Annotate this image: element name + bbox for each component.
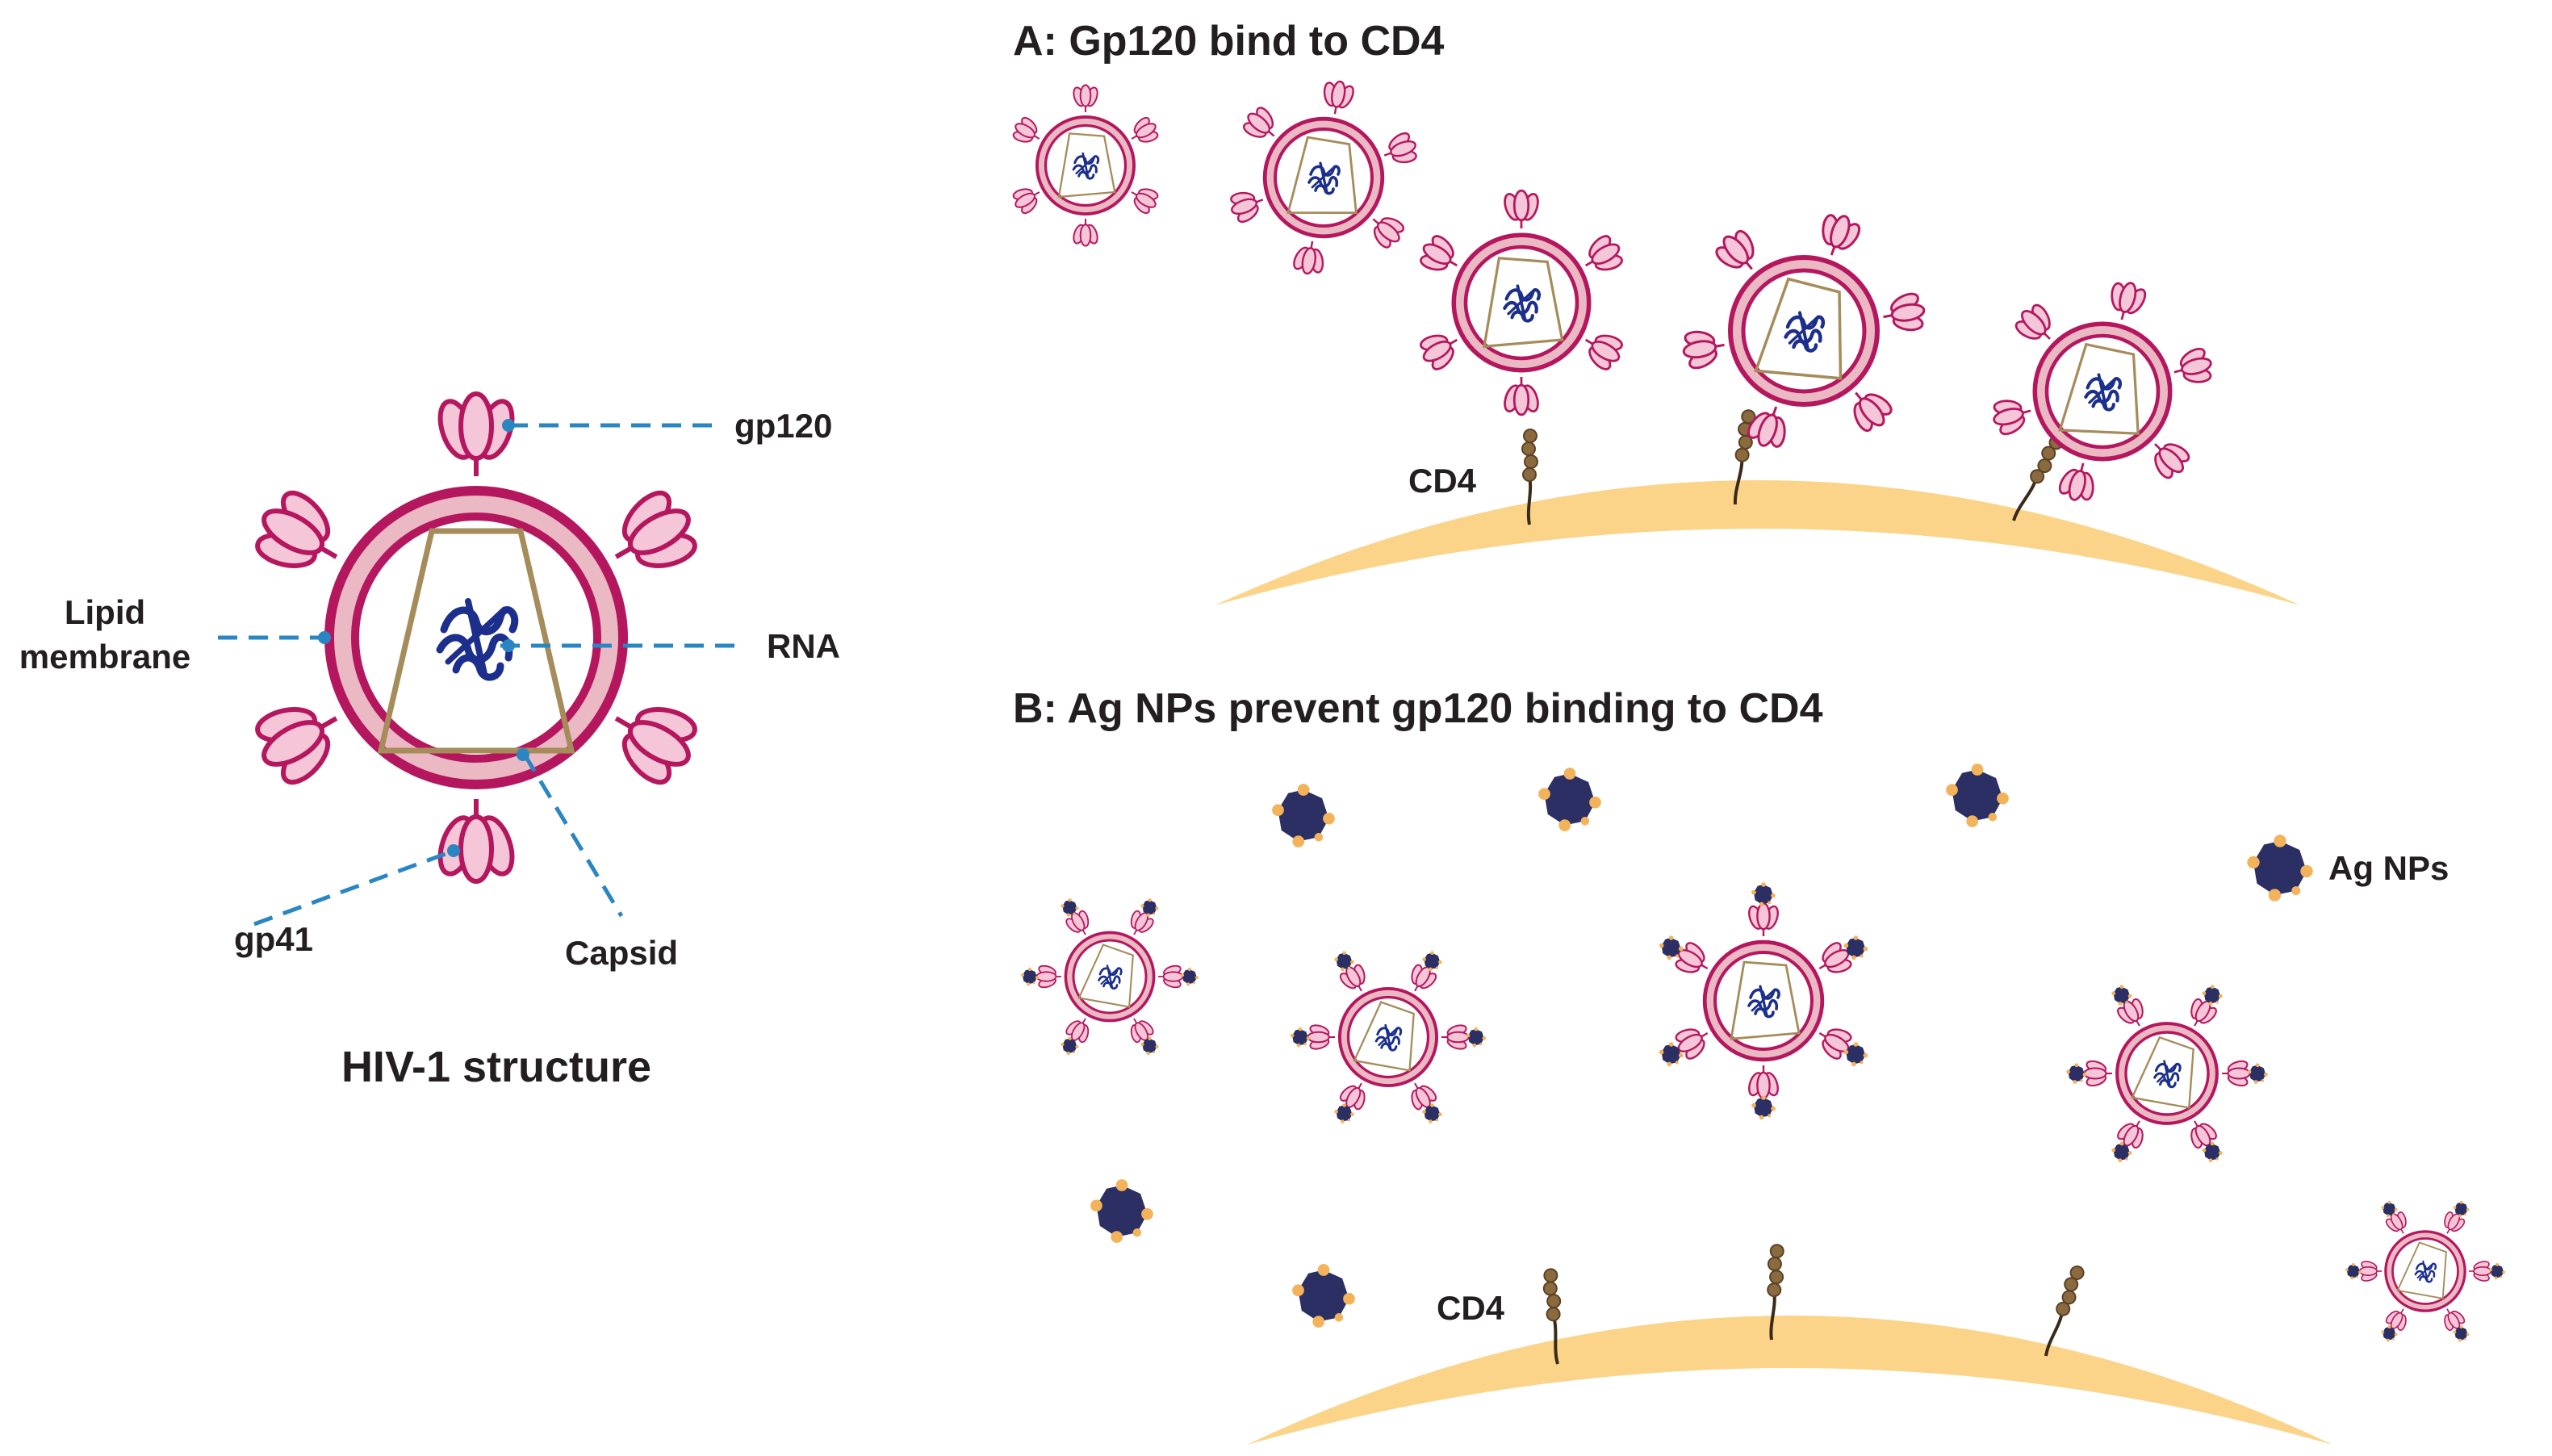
- label-rna: RNA: [767, 627, 840, 665]
- panel-b: B: Ag NPs prevent gp120 binding to CD4 C…: [1013, 685, 2506, 1445]
- gp120-spike: [1745, 902, 1782, 938]
- gp120-spike: [2083, 1058, 2114, 1089]
- silver-nanoparticle-icon: [2345, 1263, 2362, 1280]
- panel-a-cd4-label: CD4: [1408, 462, 1477, 500]
- hiv-virion: [1659, 882, 1868, 1120]
- silver-nanoparticle-icon: [1751, 1095, 1776, 1120]
- gp120-spike: [1679, 323, 1730, 374]
- gp120-spike: [1157, 963, 1184, 990]
- hiv-virion: [2345, 1200, 2506, 1342]
- label-gp120: gp120: [734, 407, 832, 445]
- gp120-spike: [2053, 457, 2103, 506]
- gp120-spike: [1500, 375, 1542, 416]
- hiv-virion: [1225, 77, 1422, 278]
- hiv-virion: [2066, 985, 2268, 1163]
- silver-nanoparticle-icon: [1292, 1264, 1355, 1328]
- gp120-spike: [2358, 1259, 2383, 1283]
- silver-nanoparticle-icon: [1272, 784, 1335, 847]
- hiv-structure-panel: gp120 Lipid membrane RNA gp41 Capsid HIV…: [19, 394, 840, 1091]
- capsid: [1286, 136, 1358, 215]
- hiv-virion: [1290, 951, 1487, 1123]
- hiv-virion: [1008, 84, 1163, 247]
- gp120-spike: [1070, 218, 1101, 247]
- panel-a: A: Gp120 bind to CD4 CD4: [1008, 18, 2300, 605]
- silver-nanoparticle-icon: [1538, 768, 1601, 831]
- leader-lines: [218, 423, 743, 927]
- silver-nanoparticle-icon: [1290, 1027, 1311, 1048]
- silver-nanoparticle-icon: [2489, 1263, 2506, 1280]
- silver-nanoparticle-icon: [1020, 967, 1040, 986]
- hiv-virion: [1988, 277, 2217, 506]
- cell-membrane-a: [1215, 480, 2300, 605]
- capsid: [1353, 1001, 1415, 1072]
- hiv-virion-large: [244, 394, 708, 881]
- gp120-spike: [1377, 127, 1422, 173]
- gp120-spike: [1745, 1064, 1782, 1100]
- capsid: [2131, 1036, 2194, 1109]
- gp120-spike: [1317, 77, 1358, 119]
- gp120-spike: [1035, 963, 1062, 990]
- capsid: [2396, 1241, 2447, 1299]
- legend-ag-nps: Ag NPs: [2328, 849, 2449, 887]
- cell-membrane-b: [1247, 1316, 2332, 1445]
- label-gp41: gp41: [234, 920, 313, 958]
- silver-nanoparticle-icon: [1466, 1027, 1487, 1048]
- gp120-spike: [2168, 342, 2217, 392]
- gp120-spike: [1070, 84, 1101, 113]
- hiv-virion: [1413, 189, 1630, 416]
- gp120-spike: [2102, 277, 2152, 326]
- silver-nanoparticle-icon: [1946, 764, 2009, 827]
- silver-nanoparticle-icon: [1090, 1179, 1153, 1243]
- gp120-spike: [1307, 1022, 1336, 1052]
- gp120-spike: [1878, 287, 1929, 339]
- gp120-spike: [2220, 1058, 2251, 1089]
- label-lipid-line1: Lipid: [65, 593, 145, 631]
- label-capsid: Capsid: [565, 934, 678, 972]
- virions-a: [1008, 77, 2217, 506]
- gp120-spike: [1810, 207, 1867, 264]
- gp120-spike: [1500, 189, 1542, 230]
- capsid: [2058, 342, 2140, 435]
- gp120-spike: [1289, 236, 1330, 278]
- hiv-virion: [1679, 207, 1929, 454]
- panel-b-title: B: Ag NPs prevent gp120 binding to CD4: [1013, 685, 1823, 732]
- capsid: [377, 528, 575, 754]
- capsid: [1754, 277, 1843, 380]
- silver-nanoparticle-icon: [1180, 967, 1199, 986]
- free-nanoparticles: [1090, 764, 2009, 1328]
- hiv-virion: [1020, 898, 1199, 1056]
- gp120-spike: [1988, 391, 2037, 441]
- hiv-structure-title: HIV-1 structure: [341, 1043, 651, 1091]
- label-lipid-line2: membrane: [19, 638, 190, 676]
- gp120-spike: [1225, 182, 1270, 228]
- capsid: [1483, 257, 1564, 349]
- gp120-spike: [1441, 1022, 1470, 1052]
- virions-b: [1020, 882, 2506, 1342]
- panel-a-title: A: Gp120 bind to CD4: [1013, 18, 1445, 65]
- silver-nanoparticle-icon: [2066, 1063, 2087, 1084]
- panel-b-cd4-label: CD4: [1437, 1289, 1505, 1327]
- silver-nanoparticle-icon: [2247, 835, 2313, 902]
- capsid: [1730, 960, 1801, 1040]
- gp120-spike: [2468, 1259, 2492, 1283]
- silver-nanoparticle-icon: [2247, 1063, 2268, 1084]
- capsid: [1057, 132, 1116, 199]
- capsid: [1077, 943, 1134, 1008]
- silver-nanoparticle-icon: [1751, 882, 1776, 907]
